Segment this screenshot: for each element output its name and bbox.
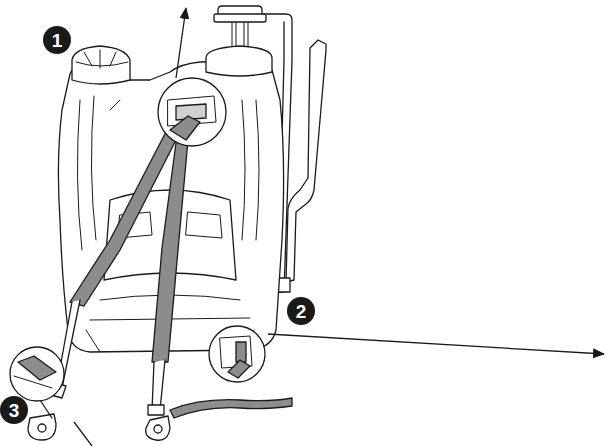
detail-circle [209,326,265,382]
leader-arrow [268,334,604,354]
detail-circle [10,347,64,401]
shoulder-strap [152,128,188,362]
strap-eyelet [146,416,170,440]
leader-arrow [176,8,186,78]
callout-number: 3 [0,396,28,424]
waist-strap [170,398,292,418]
detail-circle [158,78,226,146]
lance-rod [286,40,326,282]
callout-number: 1 [43,26,71,54]
pump-grip [214,14,266,22]
leader-line [74,422,92,446]
pump-handle [218,6,262,14]
filler-cap [72,46,130,84]
pump-neck [206,46,272,76]
callout-number: 2 [287,297,315,325]
